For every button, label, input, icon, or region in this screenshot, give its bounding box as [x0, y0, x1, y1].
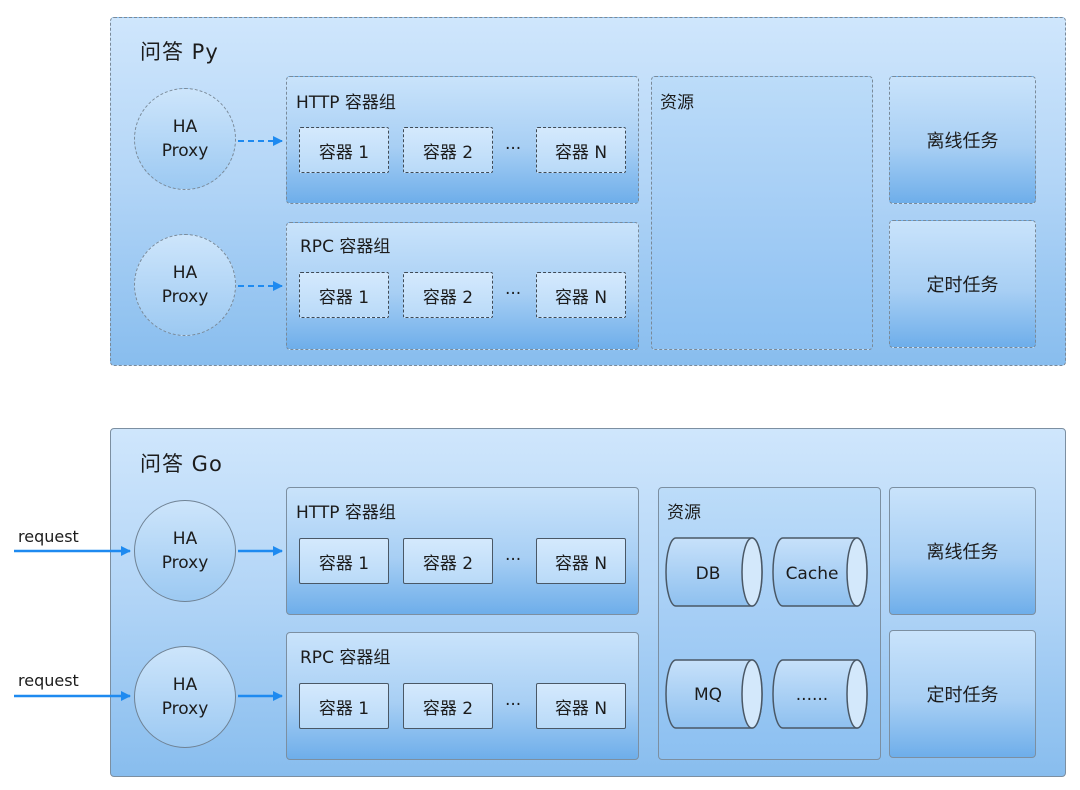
py-http-container-1: 容器 1	[299, 127, 389, 173]
go-resources-title: 资源	[667, 503, 701, 523]
go-rpc-container-n: 容器 N	[536, 683, 626, 729]
more-label: ......	[796, 685, 828, 705]
go-http-ellipsis: ···	[505, 550, 522, 570]
mq-label: MQ	[694, 685, 722, 705]
py-scheduled-task: 定时任务	[889, 220, 1036, 348]
py-offline-task: 离线任务	[889, 76, 1036, 204]
go-http-request-label: request	[18, 527, 79, 546]
proxy-label-line2: Proxy	[161, 553, 209, 573]
go-http-ha-proxy: HA Proxy	[134, 500, 236, 602]
py-http-container-2: 容器 2	[403, 127, 493, 173]
py-rpc-container-2: 容器 2	[403, 272, 493, 318]
go-offline-task: 离线任务	[889, 487, 1036, 615]
more-cylinder-icon: ......	[772, 659, 868, 729]
go-rpc-ha-proxy: HA Proxy	[134, 646, 236, 748]
cache-label: Cache	[786, 564, 839, 584]
py-http-ellipsis: ···	[505, 139, 522, 159]
go-system-title: 问答 Go	[140, 452, 223, 476]
py-rpc-group-title: RPC 容器组	[300, 237, 391, 257]
mq-cylinder-icon: MQ	[665, 659, 763, 729]
py-http-ha-proxy: HA Proxy	[134, 88, 236, 190]
go-http-container-1: 容器 1	[299, 538, 389, 584]
go-rpc-request-label: request	[18, 671, 79, 690]
go-rpc-container-1: 容器 1	[299, 683, 389, 729]
proxy-label-line1: HA	[172, 117, 198, 137]
go-http-container-2: 容器 2	[403, 538, 493, 584]
proxy-label-line2: Proxy	[161, 699, 209, 719]
go-rpc-ellipsis: ···	[505, 695, 522, 715]
proxy-label-line1: HA	[172, 675, 198, 695]
py-http-group-title: HTTP 容器组	[296, 93, 396, 113]
go-rpc-group-title: RPC 容器组	[300, 648, 391, 668]
db-cylinder-icon: DB	[665, 537, 763, 607]
proxy-label-line1: HA	[172, 529, 198, 549]
proxy-label-line2: Proxy	[161, 141, 209, 161]
py-rpc-container-1: 容器 1	[299, 272, 389, 318]
proxy-label-line2: Proxy	[161, 287, 209, 307]
db-label: DB	[696, 564, 721, 584]
go-http-container-n: 容器 N	[536, 538, 626, 584]
go-scheduled-task: 定时任务	[889, 630, 1036, 758]
py-rpc-ha-proxy: HA Proxy	[134, 234, 236, 336]
py-resources-box	[651, 76, 873, 350]
go-rpc-container-2: 容器 2	[403, 683, 493, 729]
py-resources-title: 资源	[660, 93, 694, 113]
py-http-container-n: 容器 N	[536, 127, 626, 173]
py-rpc-container-n: 容器 N	[536, 272, 626, 318]
cache-cylinder-icon: Cache	[772, 537, 868, 607]
go-http-group-title: HTTP 容器组	[296, 503, 396, 523]
py-rpc-ellipsis: ···	[505, 284, 522, 304]
py-system-title: 问答 Py	[140, 40, 219, 64]
proxy-label-line1: HA	[172, 263, 198, 283]
